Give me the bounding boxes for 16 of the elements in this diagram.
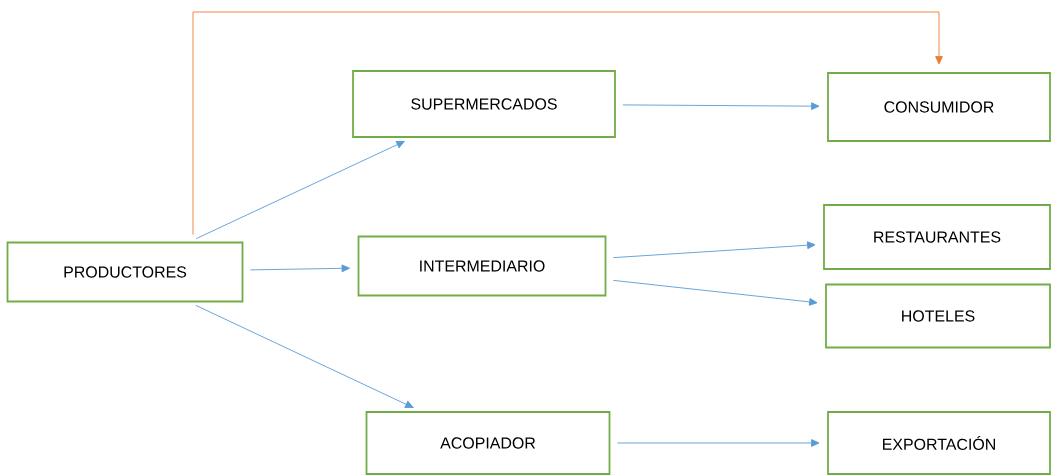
process-box: CONSUMIDOR: [827, 72, 1051, 142]
process-box: ACOPIADOR: [365, 411, 611, 475]
process-box: INTERMEDIARIO: [357, 235, 607, 297]
arrow: [249, 264, 350, 273]
arrow: [195, 140, 405, 240]
process-box: RESTAURANTES: [823, 204, 1051, 270]
process-box: EXPORTACIÓN: [827, 411, 1051, 475]
process-box: PRODUCTORES: [6, 241, 244, 303]
arrow: [622, 102, 820, 111]
process-box: HOTELES: [825, 283, 1051, 349]
arrow: [612, 279, 818, 306]
arrow: [616, 439, 820, 447]
process-box: SUPERMERCADOS: [352, 70, 616, 138]
arrow: [195, 304, 414, 409]
arrow: [612, 241, 816, 259]
arrow: [192, 11, 943, 236]
